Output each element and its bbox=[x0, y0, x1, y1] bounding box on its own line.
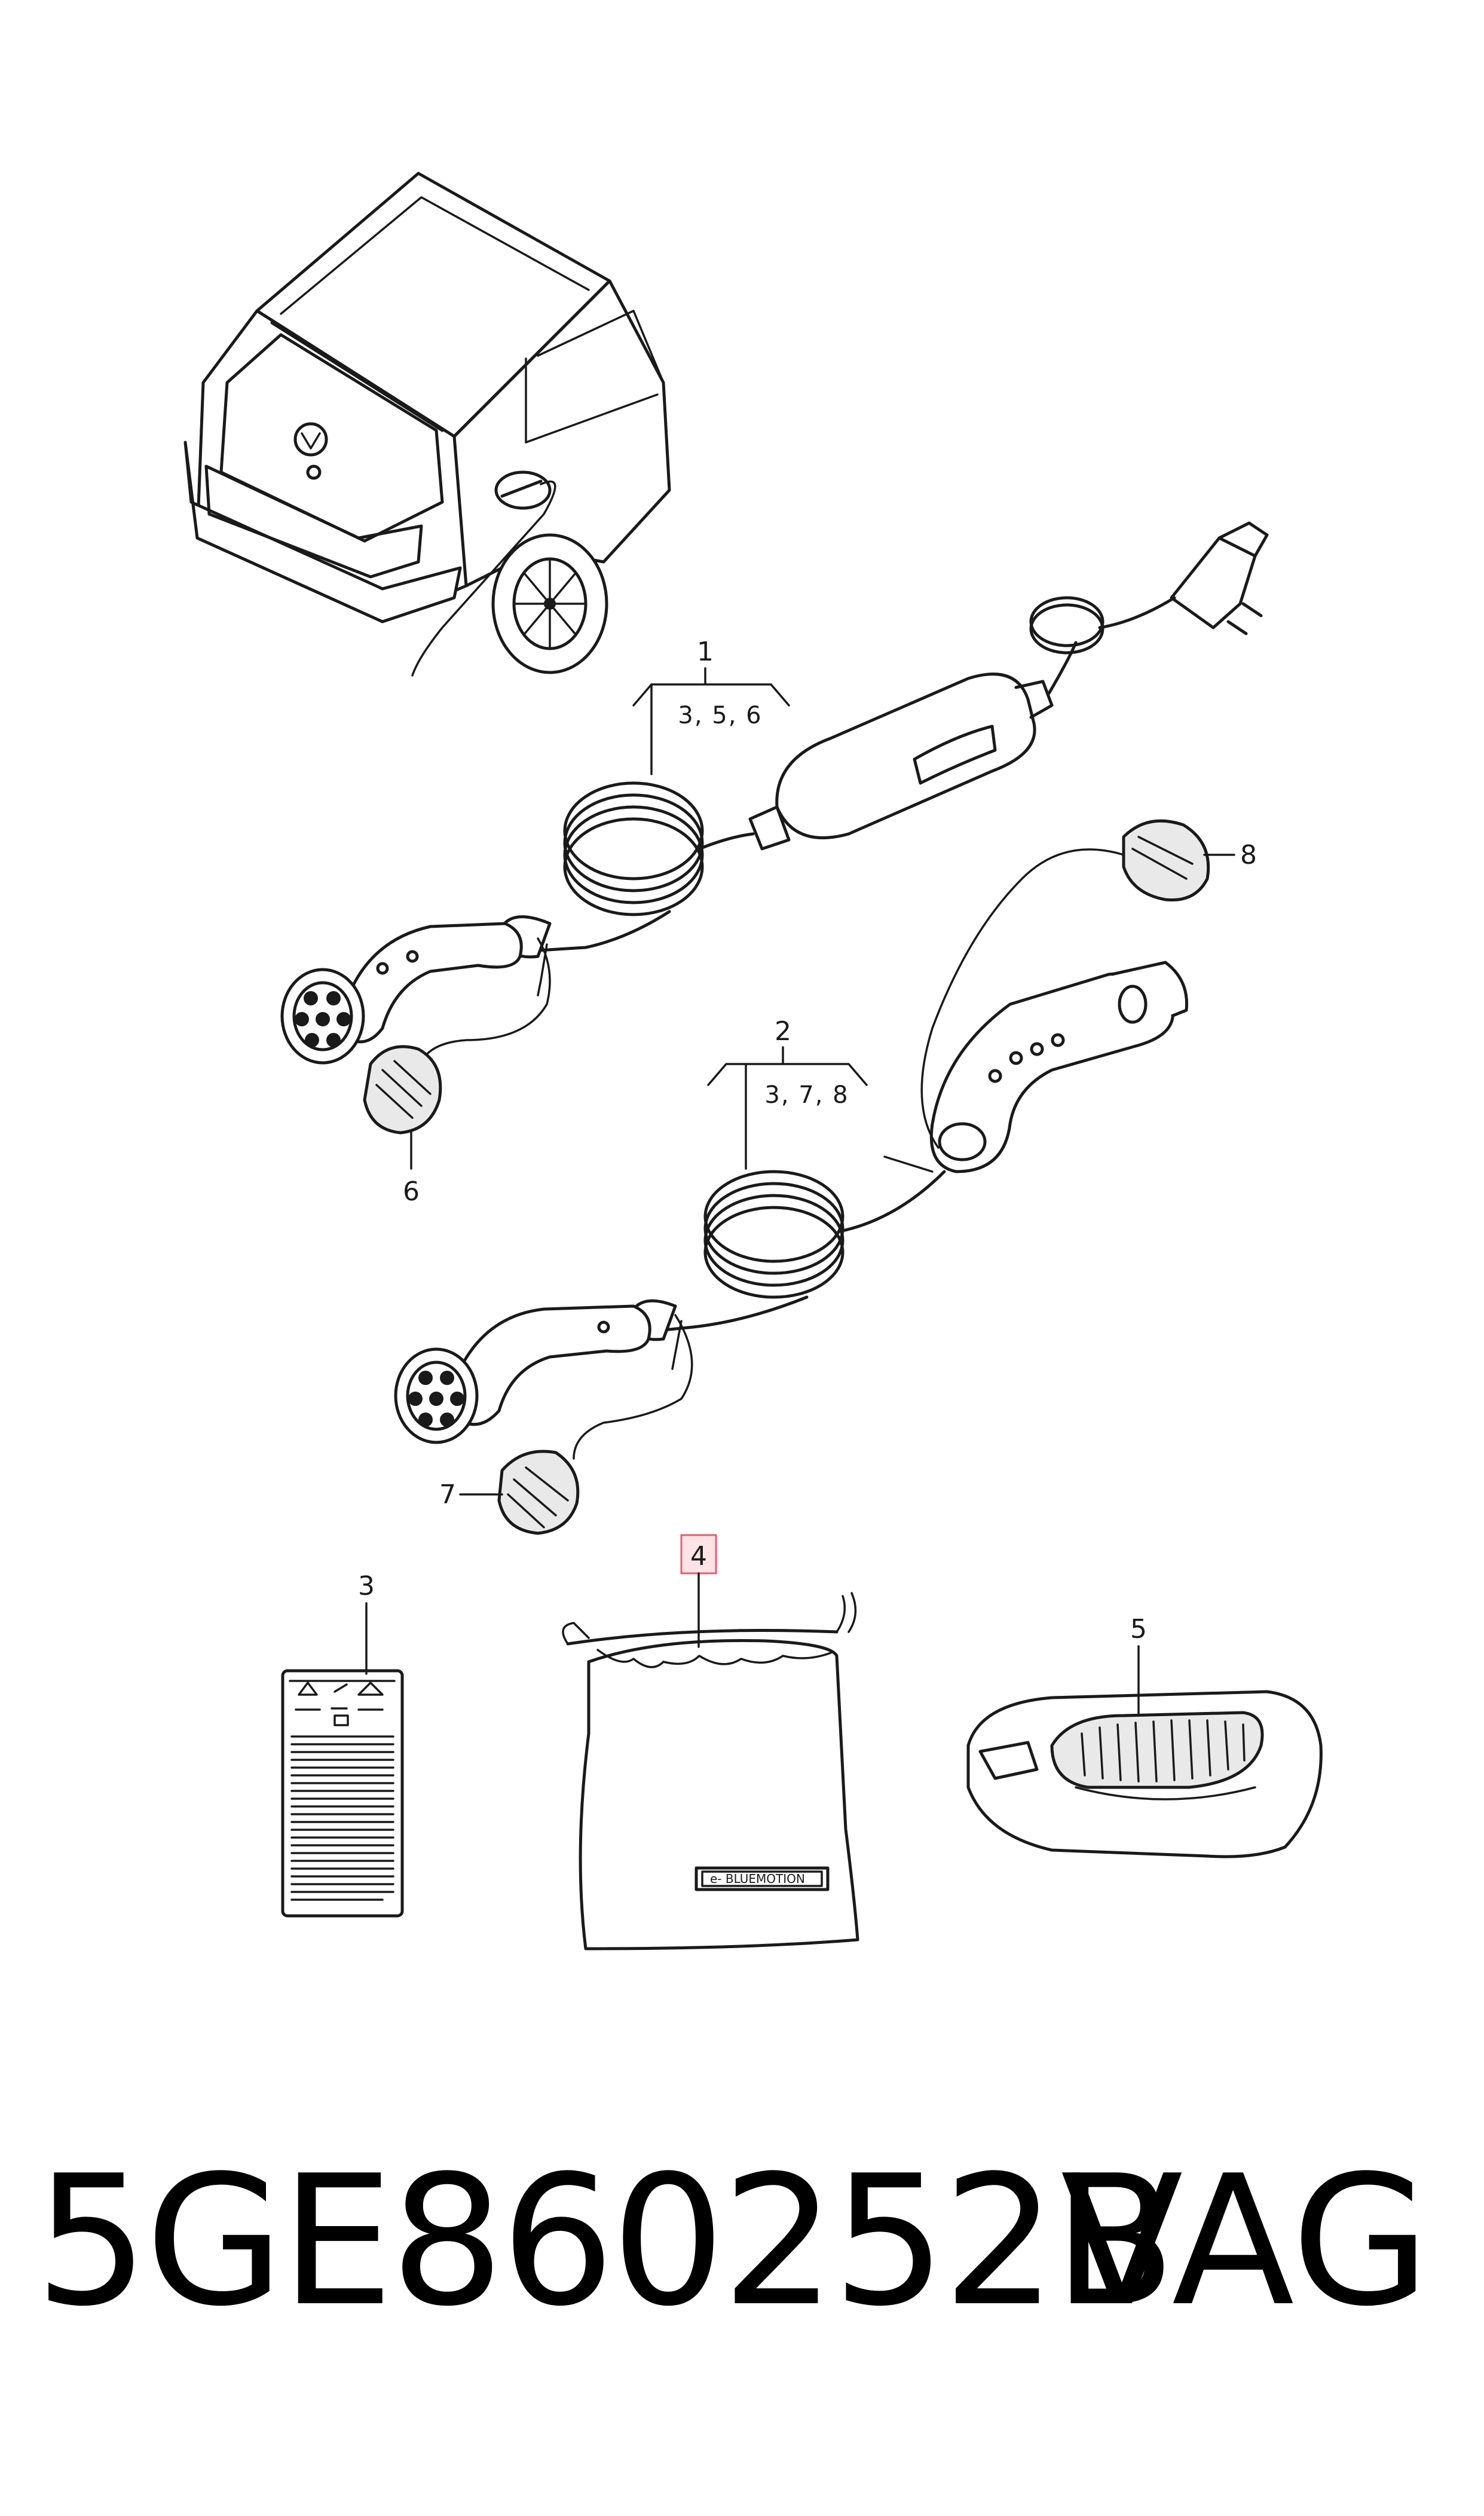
label-text-lines bbox=[290, 1735, 394, 1901]
callout-8: 8 bbox=[1203, 840, 1257, 870]
callout-3: 3 bbox=[358, 1571, 375, 1675]
callout-6: 6 bbox=[403, 1132, 420, 1207]
callout-8-number: 8 bbox=[1240, 840, 1257, 870]
callout-4-highlight bbox=[680, 1534, 717, 1575]
cover-grille bbox=[1081, 1719, 1246, 1783]
bag-brand-label: e- BLUEMOTION bbox=[710, 1872, 805, 1886]
callout-2-number: 2 bbox=[775, 1016, 791, 1047]
callout-6-number: 6 bbox=[403, 1176, 420, 1207]
part-number: 5GE860252B bbox=[35, 2137, 1176, 2346]
charger-cover bbox=[966, 1690, 1323, 1858]
callout-5: 5 bbox=[1130, 1614, 1147, 1717]
callout-3-number: 3 bbox=[358, 1571, 375, 1601]
callout-1-number: 1 bbox=[697, 637, 714, 667]
callout-2: 2 3, 7, 8 bbox=[707, 1016, 868, 1170]
brand-name: VAG bbox=[1060, 2137, 1430, 2346]
callout-4-number: 4 bbox=[690, 1541, 707, 1572]
charging-cable-1 bbox=[280, 521, 1269, 1135]
callout-1: 1 3, 5, 6 bbox=[632, 637, 790, 775]
car-illustration bbox=[183, 172, 671, 677]
callout-7: 7 bbox=[439, 1479, 503, 1510]
charging-cable-2 bbox=[394, 819, 1210, 1535]
warning-label bbox=[281, 1669, 404, 1918]
callout-1-subparts: 3, 5, 6 bbox=[678, 702, 762, 729]
callout-7-number: 7 bbox=[439, 1479, 456, 1510]
callout-5-number: 5 bbox=[1130, 1614, 1147, 1644]
storage-bag: e- BLUEMOTION bbox=[562, 1592, 859, 1951]
callout-2-subparts: 3, 7, 8 bbox=[764, 1081, 849, 1109]
callout-4: 4 bbox=[680, 1534, 717, 1648]
